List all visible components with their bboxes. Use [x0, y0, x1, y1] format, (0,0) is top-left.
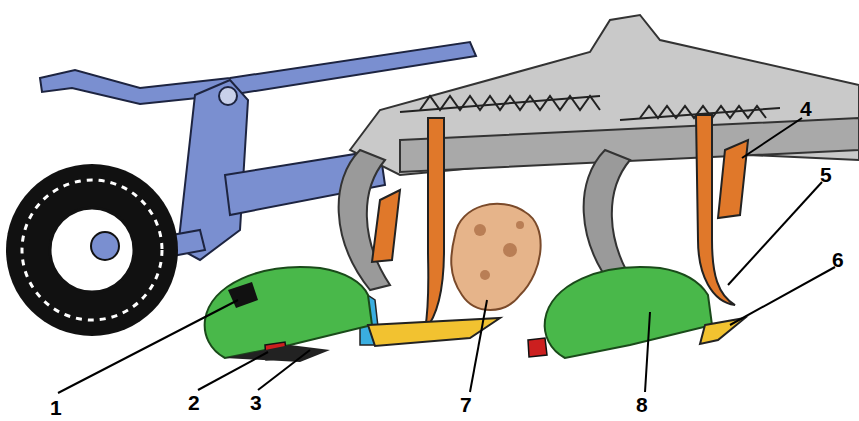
soil-clod	[451, 204, 540, 310]
clod-texture	[474, 221, 524, 280]
wheel-rim	[50, 208, 134, 292]
tire-tread	[22, 180, 162, 320]
share	[700, 318, 745, 344]
callout-number: 7	[460, 394, 472, 415]
adjust-lever	[40, 42, 476, 104]
landside	[225, 345, 330, 362]
colter	[425, 118, 444, 330]
callout-number: 8	[636, 394, 648, 415]
pivot	[219, 87, 237, 105]
callout-number: 1	[50, 397, 62, 418]
callout-number: 6	[832, 249, 844, 270]
moldboard	[205, 267, 372, 358]
heel	[528, 338, 547, 357]
callout-number: 5	[820, 164, 832, 185]
wheel-tire	[6, 164, 178, 336]
skimmer	[718, 140, 748, 218]
wheel-hub	[91, 232, 119, 260]
frame-beam	[400, 118, 859, 172]
colter	[696, 115, 735, 305]
callout-number: 4	[800, 98, 812, 119]
leader-line	[58, 118, 835, 393]
callout-number: 3	[250, 392, 262, 413]
spring	[400, 96, 780, 120]
extension-board	[228, 282, 258, 308]
moldboard	[545, 267, 712, 358]
callout-number: 2	[188, 392, 200, 413]
skimmer	[372, 190, 400, 262]
